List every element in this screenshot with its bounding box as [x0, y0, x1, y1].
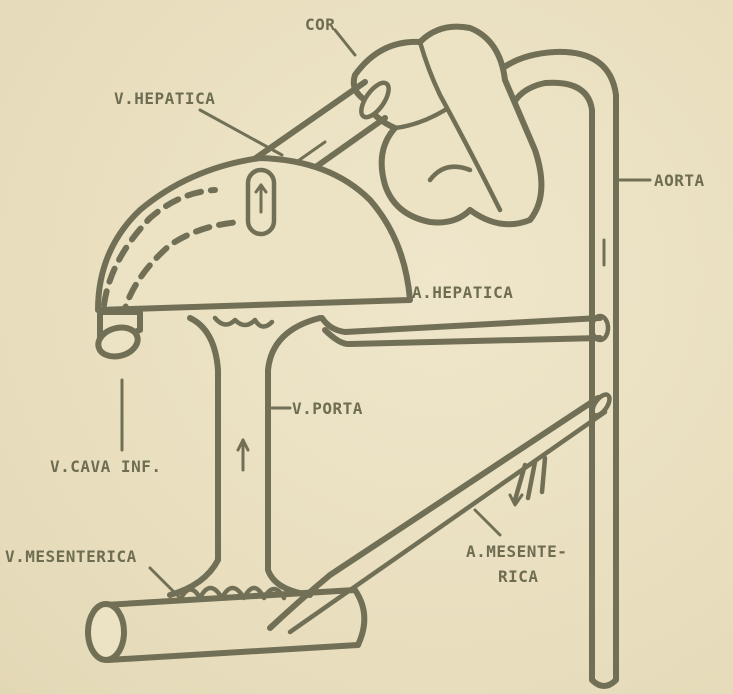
label-a-mesenterica-line1: A.MESENTE-: [466, 542, 567, 561]
mesenteric-vein: [88, 588, 364, 660]
portal-vein: [170, 318, 320, 595]
label-cor: COR: [305, 15, 335, 34]
inferior-vena-cava: [95, 312, 141, 361]
label-v-porta: V.PORTA: [292, 399, 363, 418]
label-v-cava-inf: V.CAVA INF.: [50, 457, 161, 476]
label-a-hepatica: A.HEPATICA: [412, 283, 513, 302]
label-v-mesenterica: V.MESENTERICA: [5, 547, 137, 566]
heart: [354, 27, 542, 225]
label-v-hepatica: V.HEPATICA: [114, 89, 215, 108]
hepatic-artery: [322, 316, 608, 344]
liver: [98, 158, 410, 320]
label-a-mesenterica-line2: RICA: [498, 567, 539, 586]
label-aorta: AORTA: [654, 171, 705, 190]
mesenteric-artery: [270, 392, 613, 632]
